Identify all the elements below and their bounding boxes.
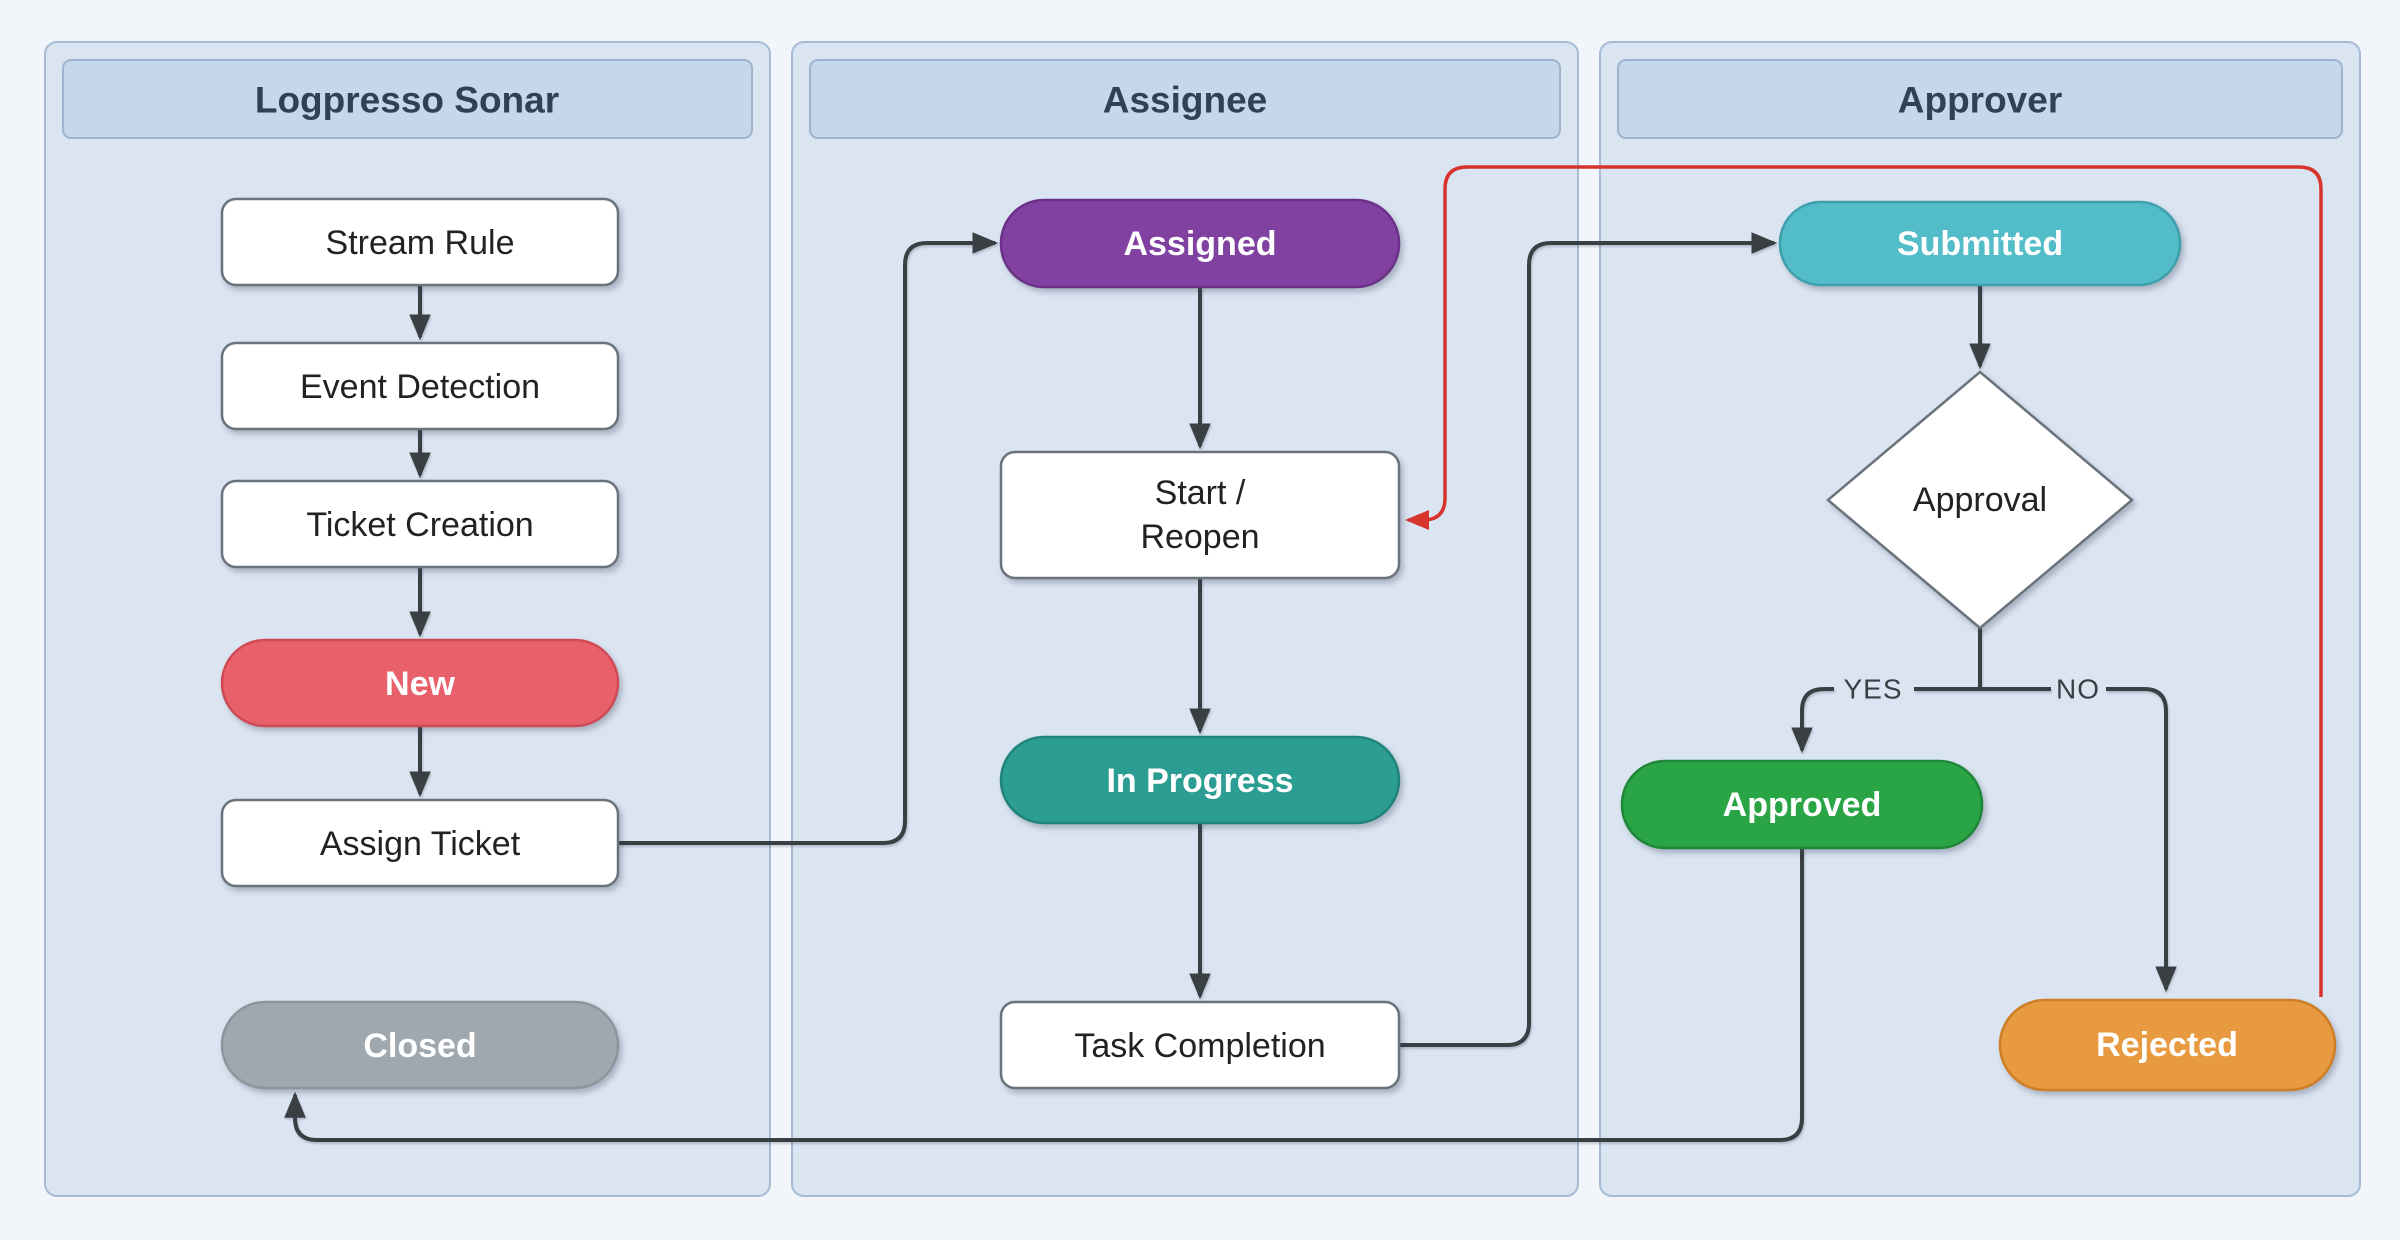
- node-label-line2: Reopen: [1140, 518, 1259, 556]
- node-label: Assign Ticket: [320, 825, 521, 863]
- node-label: Approval: [1913, 481, 2047, 519]
- edge-approved-to-closed: [284, 848, 1804, 1142]
- node-box: [220, 341, 620, 431]
- lane-header: [62, 59, 753, 139]
- node-start-reopen: Start / Reopen: [999, 450, 1401, 580]
- status-pill: [1620, 759, 1984, 850]
- node-status-assigned: Assigned: [999, 198, 1401, 289]
- node-label-line1: Start /: [1155, 474, 1246, 512]
- node-label: New: [385, 665, 455, 703]
- status-pill: [1778, 200, 2182, 287]
- node-box: [220, 798, 620, 888]
- lane-title: Logpresso Sonar: [255, 80, 559, 121]
- node-box: [220, 197, 620, 287]
- lane-title: Approver: [1898, 80, 2062, 121]
- node-label: Submitted: [1897, 225, 2063, 263]
- status-pill: [220, 638, 620, 728]
- decision-diamond: [1826, 370, 2134, 630]
- node-label: Task Completion: [1074, 1027, 1325, 1065]
- status-pill: [1998, 998, 2337, 1092]
- node-assign-ticket: Assign Ticket: [220, 798, 620, 888]
- edge-label-no: NO: [2056, 674, 2100, 705]
- node-status-submitted: Submitted: [1778, 200, 2182, 287]
- edge-task-completion-to-submitted: [1399, 232, 1778, 1047]
- status-pill: [999, 735, 1401, 825]
- edge-yes-to-approved: [1791, 687, 1834, 754]
- lane-header: [809, 59, 1561, 139]
- node-stream-rule: Stream Rule: [220, 197, 620, 287]
- node-ticket-creation: Ticket Creation: [220, 479, 620, 569]
- node-approval-decision: Approval: [1826, 370, 2134, 630]
- node-label: In Progress: [1106, 762, 1293, 800]
- lane-title: Assignee: [1103, 80, 1268, 121]
- lane-header: [1617, 59, 2343, 139]
- lane-body: [44, 41, 771, 1197]
- node-label: Rejected: [2096, 1026, 2238, 1064]
- edge-label-yes: YES: [1843, 674, 1902, 705]
- status-pill: [999, 198, 1401, 289]
- status-pill: [220, 1000, 620, 1090]
- node-label: Assigned: [1123, 225, 1276, 263]
- node-status-rejected: Rejected: [1998, 998, 2337, 1092]
- edge-rejected-to-start-reopen: [1405, 165, 2323, 997]
- node-box: [999, 1000, 1401, 1090]
- edge-assign-ticket-to-assigned: [618, 232, 999, 845]
- node-status-in-progress: In Progress: [999, 735, 1401, 825]
- edge-no-to-rejected: [2106, 687, 2177, 993]
- lane-body: [791, 41, 1579, 1197]
- node-label: Closed: [363, 1027, 476, 1065]
- node-box: [999, 450, 1401, 580]
- node-label: Ticket Creation: [306, 506, 533, 544]
- node-label: Event Detection: [300, 368, 540, 406]
- lane-logpresso-sonar: Logpresso Sonar: [44, 41, 771, 1197]
- node-event-detection: Event Detection: [220, 341, 620, 431]
- node-status-approved: Approved: [1620, 759, 1984, 850]
- node-label: Approved: [1723, 786, 1882, 824]
- node-task-completion: Task Completion: [999, 1000, 1401, 1090]
- node-status-new: New: [220, 638, 620, 728]
- node-box: [220, 479, 620, 569]
- lane-assignee: Assignee: [791, 41, 1579, 1197]
- node-label: Stream Rule: [326, 224, 515, 262]
- node-status-closed: Closed: [220, 1000, 620, 1090]
